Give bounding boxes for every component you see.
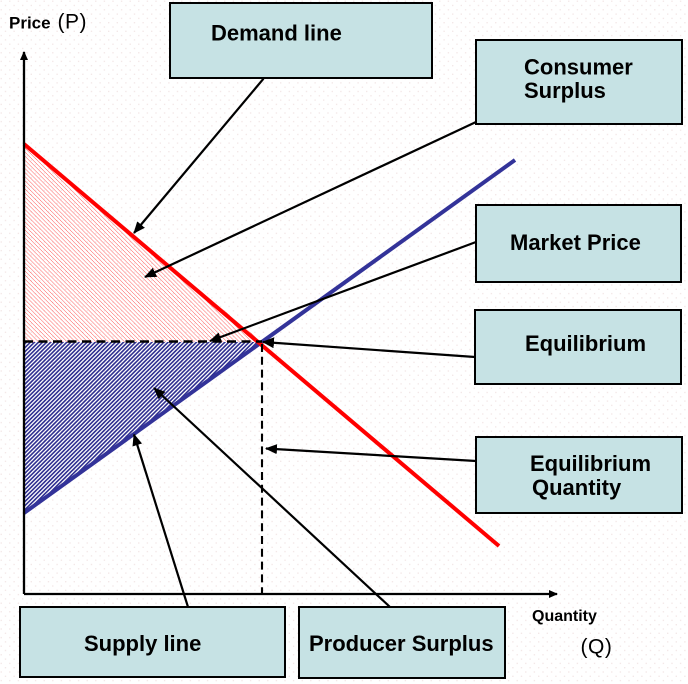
svg-text:Quantity: Quantity	[532, 475, 622, 500]
svg-text:Equilibrium: Equilibrium	[530, 451, 651, 476]
svg-text:Quantity: Quantity	[532, 608, 597, 625]
svg-text:(Q): (Q)	[581, 636, 613, 659]
svg-text:(P): (P)	[58, 11, 88, 34]
svg-text:Market Price: Market Price	[510, 230, 641, 255]
svg-text:Supply line: Supply line	[84, 631, 201, 656]
svg-text:Demand line: Demand line	[211, 21, 342, 46]
svg-text:Surplus: Surplus	[524, 78, 606, 103]
svg-text:Price: Price	[9, 13, 51, 32]
svg-text:Consumer: Consumer	[524, 54, 633, 79]
svg-text:Producer Surplus: Producer Surplus	[309, 631, 494, 656]
svg-text:Equilibrium: Equilibrium	[525, 331, 646, 356]
